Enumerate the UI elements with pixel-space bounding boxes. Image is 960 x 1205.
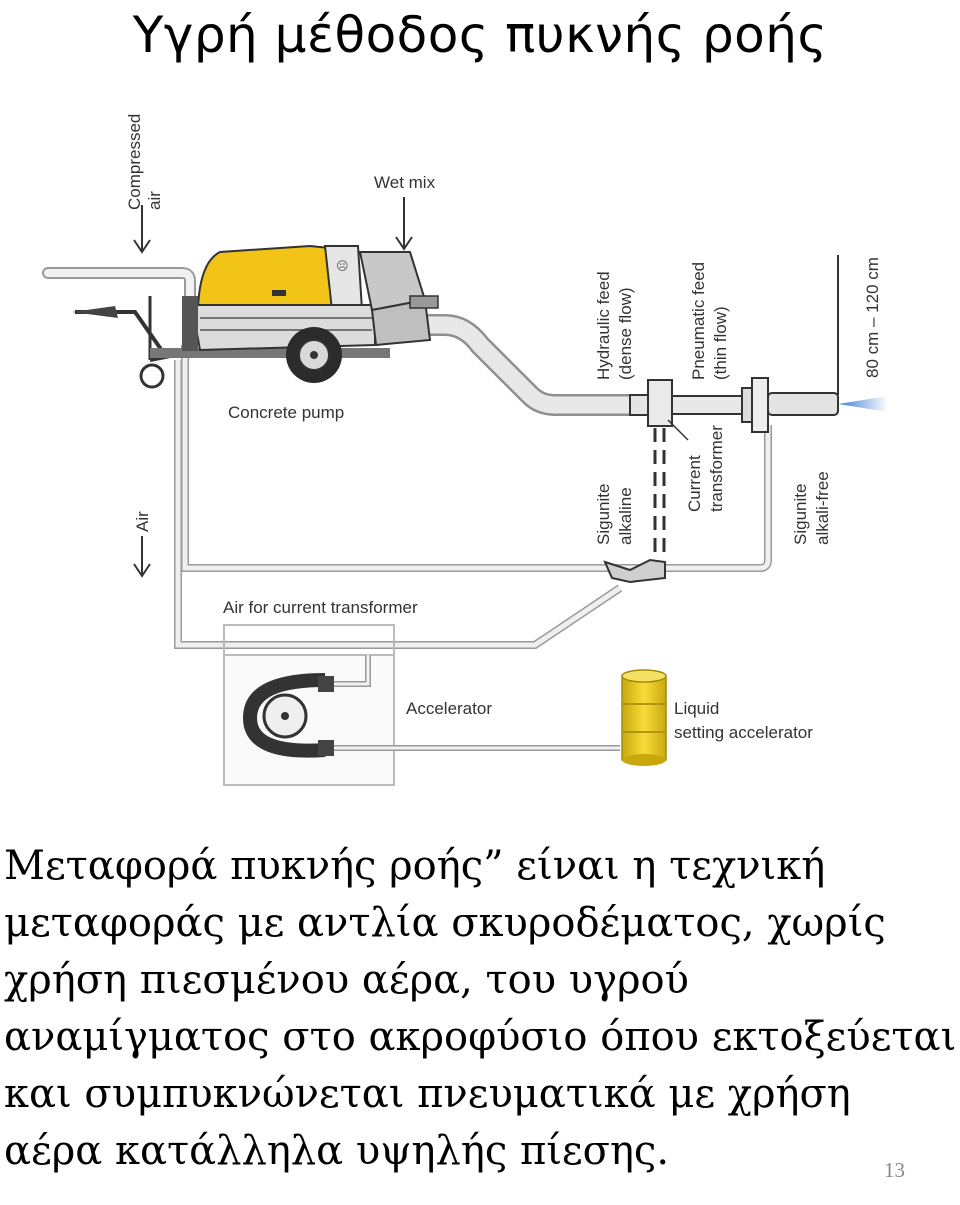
label-accelerator: Accelerator — [406, 699, 492, 718]
label-setting-accelerator: setting accelerator — [674, 723, 813, 742]
label-hydraulic-feed: Hydraulic feed — [594, 271, 613, 380]
label-liquid: Liquid — [674, 699, 719, 718]
label-sigunite-alkali-free-1: Sigunite — [791, 484, 810, 545]
compressed-air-pipe — [42, 267, 196, 306]
concrete-hose — [419, 314, 651, 416]
label-current: Current — [685, 455, 704, 512]
nozzle-assembly — [629, 255, 888, 441]
body-text: Μεταφορά πυκνής ροής” είναι η τεχνική με… — [4, 838, 959, 1180]
air-for-transformer-line — [174, 360, 623, 649]
concrete-pump: ☹ — [72, 244, 439, 389]
label-wet-mix: Wet mix — [374, 173, 436, 192]
pump-body — [196, 244, 334, 312]
body-line: αέρα κατάλληλα υψηλής πίεσης. — [4, 1128, 670, 1174]
label-air: Air — [133, 511, 152, 532]
label-compressed: Compressed — [125, 114, 144, 210]
accelerator-tank — [621, 669, 667, 766]
body-line: χρήση πιεσμένου αέρα, του υγρού — [4, 957, 689, 1003]
svg-text:☹: ☹ — [336, 259, 349, 273]
shotcrete-dense-flow-diagram: ☹ — [42, 114, 888, 786]
label-thin-flow: (thin flow) — [711, 306, 730, 380]
body-line: αναμίγματος στο ακροφύσιο όπου εκτοξεύετ… — [4, 1014, 957, 1060]
label-sigunite-alkaline-2: alkaline — [616, 487, 635, 545]
label-dense-flow: (dense flow) — [616, 287, 635, 380]
slide-title: Υγρή μέθοδος πυκνής ροής — [132, 6, 828, 64]
body-line: Μεταφορά πυκνής ροής” είναι η τεχνική — [4, 843, 826, 889]
accelerator-dashed-line — [603, 428, 666, 584]
body-line: μεταφοράς με αντλία σκυροδέματος, χωρίς — [4, 900, 886, 946]
label-pneumatic-feed: Pneumatic feed — [689, 262, 708, 380]
dosing-pump-box — [223, 624, 620, 786]
air-line — [181, 345, 772, 572]
wet-mix-arrow — [395, 197, 413, 251]
label-air-for-current-transformer: Air for current transformer — [223, 598, 418, 617]
page-number: 13 — [884, 1158, 905, 1182]
label-distance: 80 cm – 120 cm — [863, 257, 882, 378]
spray-cone — [838, 396, 888, 412]
label-sigunite-alkali-free-2: alkali-free — [813, 471, 832, 545]
label-sigunite-alkaline-1: Sigunite — [594, 484, 613, 545]
body-line: και συμπυκνώνεται πνευματικά με χρήση — [4, 1071, 851, 1117]
compressed-air-arrow — [133, 205, 151, 254]
air-arrow — [133, 536, 151, 578]
label-concrete-pump: Concrete pump — [228, 403, 344, 422]
label-transformer: transformer — [707, 425, 726, 512]
label-air-compressed: air — [145, 191, 164, 210]
